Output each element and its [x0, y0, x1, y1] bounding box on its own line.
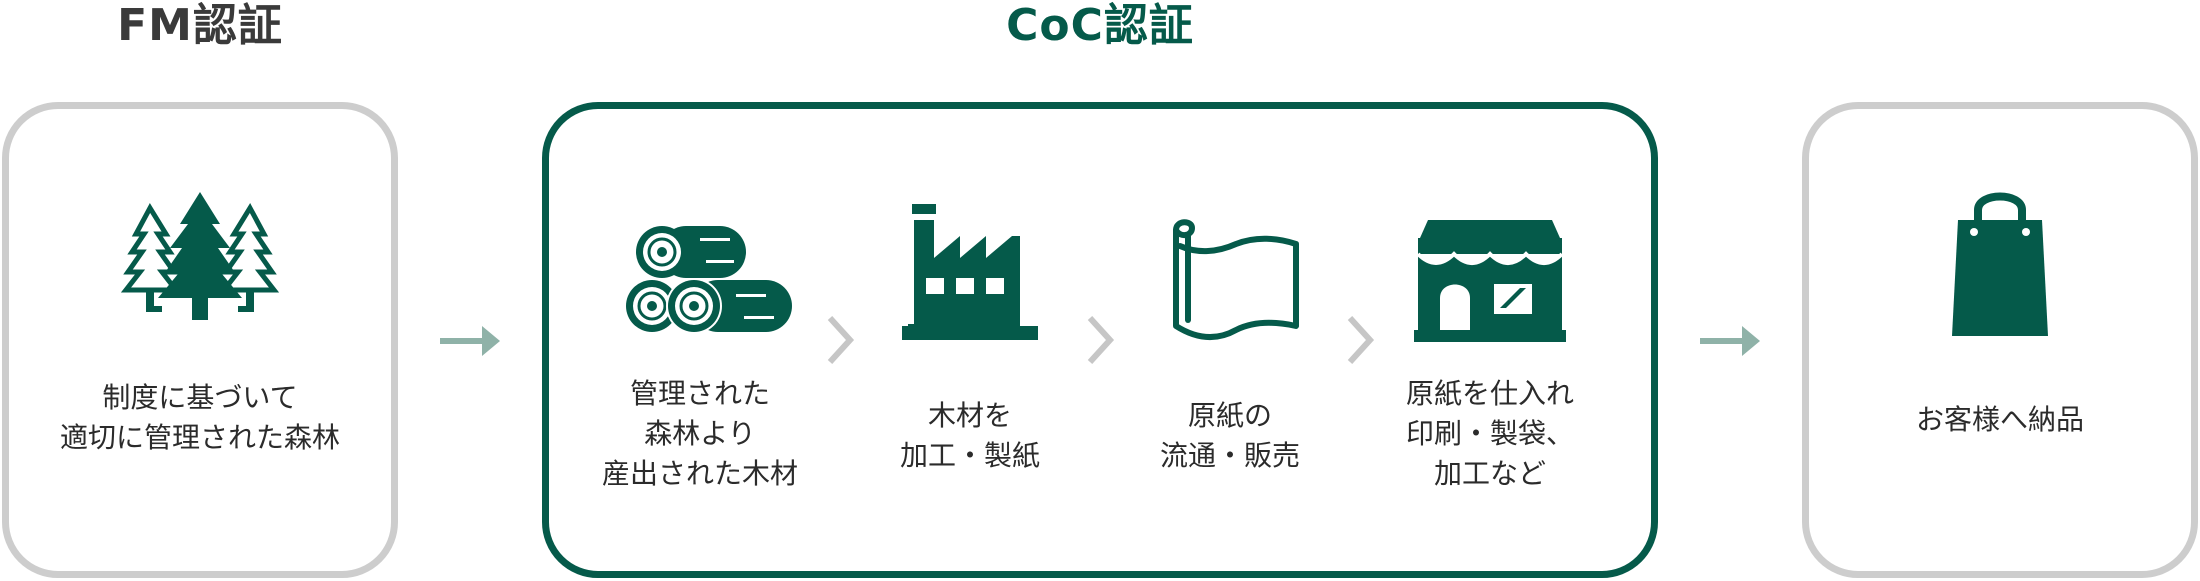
shop-label: 原紙を仕入れ 印刷・製袋、 加工など	[1370, 374, 1610, 494]
arrow-right-icon	[1698, 324, 1762, 362]
fm-stage-box	[2, 102, 398, 578]
label-line: 森林より	[644, 417, 756, 450]
shop-icon	[1412, 218, 1568, 344]
chevron-right-icon	[824, 314, 856, 370]
chevron-right-icon	[1344, 314, 1376, 370]
label-line: 産出された木材	[601, 457, 798, 490]
label-line: 管理された	[629, 377, 770, 410]
label-line: 制度に基づいて	[102, 381, 298, 414]
shopping-bag-icon	[1948, 184, 2052, 340]
label-line: 流通・販売	[1159, 439, 1300, 472]
label-line: 適切に管理された森林	[59, 421, 340, 454]
label-line: 印刷・製袋、	[1405, 417, 1574, 450]
label-line: 加工など	[1433, 457, 1546, 490]
coc-stage-box	[542, 102, 1658, 578]
customer-stage-box	[1802, 102, 2198, 578]
forest-icon	[120, 190, 280, 322]
label-line: 加工・製紙	[899, 439, 1040, 472]
factory-label: 木材を 加工・製紙	[870, 396, 1070, 476]
logs-icon	[626, 224, 794, 336]
arrow-right-icon	[438, 324, 502, 362]
coc-certification-heading: CoC認証	[1006, 0, 1194, 51]
logs-label: 管理された 森林より 産出された木材	[580, 374, 820, 494]
customer-label: お客様へ納品	[1820, 400, 2180, 440]
fm-forest-label: 制度に基づいて 適切に管理された森林	[10, 378, 390, 458]
chevron-right-icon	[1084, 314, 1116, 370]
paper-roll-icon	[1158, 216, 1304, 342]
label-line: 原紙を仕入れ	[1405, 377, 1574, 410]
label-line: 木材を	[927, 399, 1012, 432]
paper-label: 原紙の 流通・販売	[1130, 396, 1330, 476]
factory-icon	[900, 202, 1040, 342]
label-line: 原紙の	[1187, 399, 1272, 432]
label-line: お客様へ納品	[1915, 403, 2084, 436]
fm-certification-heading: FM認証	[117, 0, 283, 51]
